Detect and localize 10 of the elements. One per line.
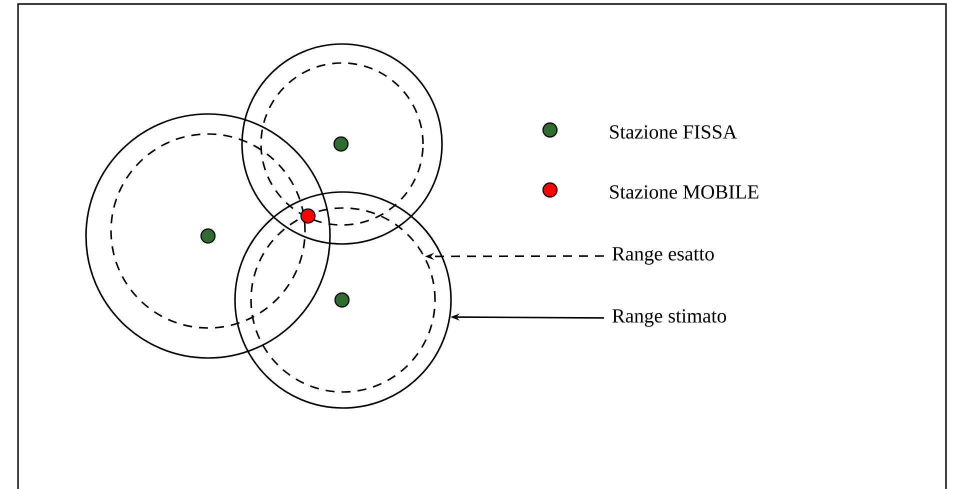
dashed-circle — [260, 62, 424, 226]
legend-label: Stazione FISSA — [610, 125, 737, 139]
range-label: Range esatto — [612, 247, 714, 265]
dashed-circle — [250, 207, 436, 393]
range-label: Range stimato — [612, 309, 726, 327]
legend-label: Stazione MOBILE — [610, 185, 758, 199]
range-circle — [234, 191, 452, 409]
range-circle — [241, 43, 443, 245]
range-circle — [85, 113, 331, 359]
dashed-circle — [110, 133, 306, 329]
